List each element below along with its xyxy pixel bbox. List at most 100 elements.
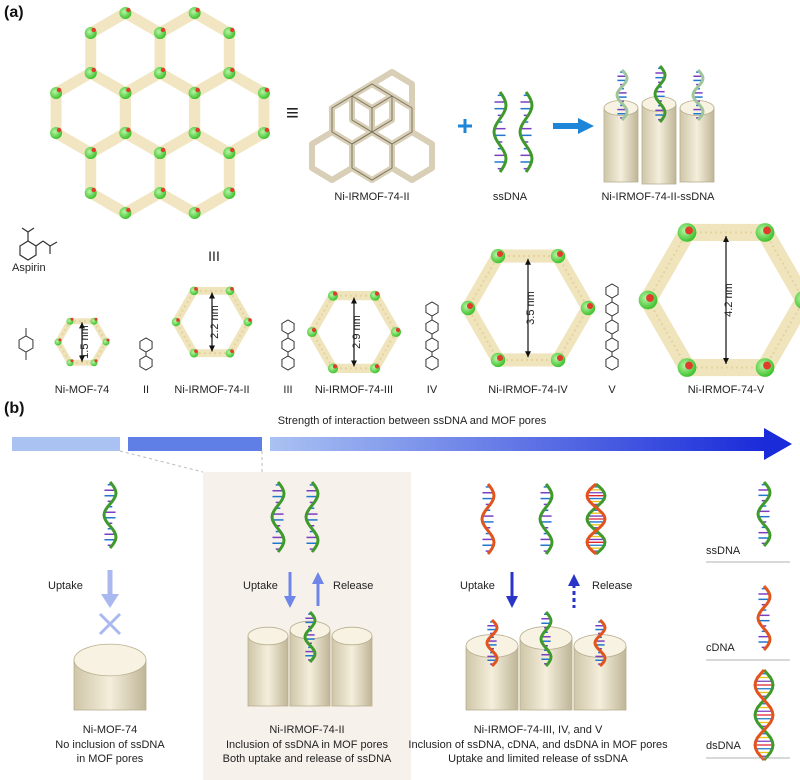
mof-ssdna-complex-top [603, 65, 715, 185]
col3-pore-3 [573, 634, 627, 711]
col3-line1: Inclusion of ssDNA, cDNA, and dsDNA in M… [408, 739, 668, 751]
linker-molecule-mof74 [18, 328, 34, 360]
diameter-arrowhead-bottom-1 [79, 355, 85, 362]
reaction-arrow-icon [553, 118, 594, 134]
diameter-arrowhead-top-1 [79, 322, 85, 329]
framework-name-3: Ni-IRMOF-74-III [314, 384, 394, 396]
linker-molecule-2 [281, 319, 295, 371]
framework-name-2: Ni-IRMOF-74-II [174, 384, 250, 396]
plus-icon [458, 119, 472, 133]
ni-irmof-74-ii-label: Ni-IRMOF-74-II [334, 191, 410, 203]
legend-dsdna: dsDNA [706, 740, 741, 752]
linker-label-4: V [608, 384, 616, 396]
honeycomb-framework [50, 7, 270, 219]
pore-size-2: 2.2 nm [208, 305, 221, 339]
pore-size-3: 2.9 nm [350, 315, 363, 349]
ssdna-strand-1 [492, 91, 508, 173]
equivalence-symbol: ≡ [286, 100, 299, 125]
col1-uptake-arrowhead [101, 594, 119, 608]
ssdna-strand-2 [518, 91, 534, 173]
diameter-arrowhead-top-2 [209, 292, 215, 299]
linker-molecule-4 [605, 283, 619, 371]
pore-2 [171, 286, 253, 358]
legend-cdna-strand [756, 585, 772, 651]
strength-arrow [12, 428, 792, 473]
framework-name-1: Ni-MOF-74 [54, 384, 110, 396]
legend-ssdna: ssDNA [706, 545, 741, 557]
col3-release-arrowhead [568, 574, 580, 586]
linker-label-3: IV [426, 384, 438, 396]
col1-line1: No inclusion of ssDNA [55, 739, 165, 751]
col3-uptake-label: Uptake [460, 580, 495, 592]
panel-label-b: (b) [4, 400, 25, 417]
complex-dna-2 [653, 65, 667, 123]
framework-name-4: Ni-IRMOF-74-IV [488, 384, 568, 396]
col2-pore-2 [289, 620, 331, 707]
series-label: III [208, 248, 220, 264]
col3-cdna [480, 483, 496, 555]
col2-release-arrowhead [312, 572, 324, 584]
legend-cdna: cDNA [706, 642, 735, 654]
diameter-arrowhead-top-4 [525, 258, 531, 265]
col3-dsdna [585, 482, 607, 556]
legend-ssdna-strand [756, 481, 772, 547]
col2-pore-1 [247, 626, 289, 707]
col2-line2: Both uptake and release of ssDNA [222, 753, 392, 765]
col2-line1: Inclusion of ssDNA in MOF pores [225, 739, 389, 751]
complex-dna-3 [691, 68, 705, 122]
col2-uptake-label: Uptake [243, 580, 278, 592]
col2-ssdna-2 [304, 481, 320, 553]
pore-5 [638, 223, 800, 377]
legend-dsdna-strand [753, 668, 775, 762]
diameter-arrowhead-bottom-4 [525, 351, 531, 358]
linker-label-1: II [142, 384, 150, 396]
col2-release-label: Release [333, 580, 374, 592]
col1-line2: in MOF pores [76, 753, 144, 765]
pore-size-1: 1.5 nm [78, 325, 91, 359]
col1-pore-block [73, 643, 147, 711]
pore-4 [460, 248, 596, 368]
ssdna-label: ssDNA [492, 191, 528, 203]
pore-size-5: 4.2 nm [722, 283, 735, 317]
framework-name-5: Ni-IRMOF-74-V [687, 384, 765, 396]
linker-label-2: III [283, 384, 293, 396]
complex-dna-1 [615, 68, 629, 122]
col2-uptake-arrowhead [284, 596, 296, 608]
col2-ssdna-1 [270, 481, 286, 553]
col3-uptake-arrowhead [506, 596, 518, 608]
pore-3 [306, 290, 402, 374]
col3-line2: Uptake and limited release of ssDNA [448, 753, 628, 765]
diameter-arrowhead-bottom-2 [209, 345, 215, 352]
aspirin-label: Aspirin [12, 262, 46, 274]
col1-ssdna [102, 481, 118, 549]
col3-dna-in-pore-2 [539, 611, 553, 667]
aspirin-molecule [19, 227, 58, 261]
pore-1 [54, 317, 110, 367]
col3-release-label: Release [592, 580, 633, 592]
linker-molecule-3 [425, 301, 439, 371]
col1-name: Ni-MOF-74 [82, 724, 138, 736]
col2-dna-in-pore [303, 610, 317, 664]
diameter-arrowhead-bottom-5 [723, 357, 729, 364]
complex-pore-3 [679, 100, 715, 183]
col2-name: Ni-IRMOF-74-II [269, 724, 345, 736]
mof-pore-series [18, 223, 800, 377]
col3-name: Ni-IRMOF-74-III, IV, and V [473, 724, 603, 736]
complex-pore-1 [603, 100, 639, 183]
panel-label-a: (a) [4, 4, 24, 21]
panel-b-drawings [73, 481, 790, 762]
hexagon-schematic-outline [331, 83, 413, 181]
col3-dna-in-pore-3 [593, 618, 607, 668]
diameter-arrowhead-bottom-3 [351, 360, 357, 367]
complex-label: Ni-IRMOF-74-II-ssDNA [601, 191, 715, 203]
col2-pore-3 [331, 626, 373, 707]
col1-blocked-icon-2 [98, 612, 122, 636]
col3-pore-2 [519, 626, 573, 711]
diameter-arrowhead-top-3 [351, 297, 357, 304]
pore-size-4: 3.5 nm [524, 291, 537, 325]
col1-uptake-label: Uptake [48, 580, 83, 592]
col3-pore-1 [465, 634, 519, 711]
ssdna-strands-top [492, 91, 534, 173]
col3-dna-in-pore-1 [485, 618, 499, 668]
